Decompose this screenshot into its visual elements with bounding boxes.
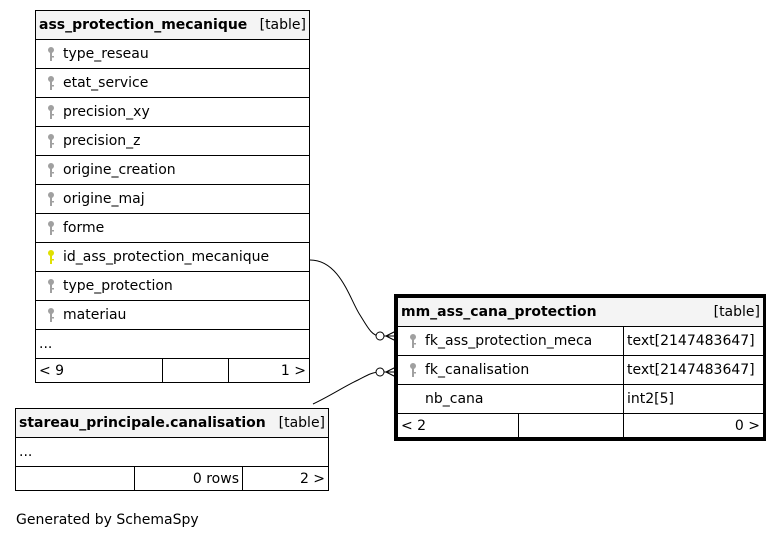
column-type: text[2147483647]	[623, 326, 764, 356]
gray-key-icon	[39, 75, 63, 91]
table-header: mm_ass_cana_protection [table]	[397, 297, 764, 327]
column-name[interactable]: origine_maj	[63, 191, 145, 207]
column-name[interactable]: nb_cana	[425, 391, 484, 407]
table-header: ass_protection_mecanique [table]	[35, 10, 310, 40]
column-name[interactable]: precision_z	[63, 133, 141, 149]
footer-rows	[518, 413, 624, 438]
footer-parents[interactable]: < 9	[35, 358, 163, 383]
column-row[interactable]: precision_z	[35, 126, 310, 156]
column-row[interactable]: materiau	[35, 300, 310, 330]
gray-key-icon	[39, 104, 63, 120]
table-ellipsis-row: ...	[14, 437, 330, 467]
gray-key-icon	[39, 191, 63, 207]
ellipsis: ...	[14, 437, 330, 467]
gray-key-icon	[39, 133, 63, 149]
column-name[interactable]: origine_creation	[63, 162, 176, 178]
footer-children[interactable]: 1 >	[228, 358, 310, 383]
column-name[interactable]: precision_xy	[63, 104, 150, 120]
footer-children[interactable]: 2 >	[241, 466, 330, 491]
footer-children[interactable]: 0 >	[623, 413, 764, 438]
column-row[interactable]: type_protection	[35, 271, 310, 301]
column-row[interactable]: origine_maj	[35, 184, 310, 214]
column-name[interactable]: fk_canalisation	[425, 362, 530, 378]
column-row[interactable]: nb_cana int2[5]	[397, 384, 764, 414]
gray-key-icon	[39, 46, 63, 62]
edge-canalisation-circle	[375, 367, 385, 377]
column-row[interactable]: type_reseau	[35, 39, 310, 69]
column-type: int2[5]	[623, 384, 764, 414]
gray-key-icon	[39, 278, 63, 294]
column-name[interactable]: materiau	[63, 307, 127, 323]
table-ellipsis-row: ...	[35, 329, 310, 359]
table-name[interactable]: mm_ass_cana_protection	[401, 304, 597, 320]
footer-parents[interactable]	[15, 466, 135, 491]
edge-ass-protection-circle	[375, 331, 385, 341]
gray-key-icon	[39, 307, 63, 323]
table-header: stareau_principale.canalisation [table]	[14, 408, 330, 438]
column-row[interactable]: etat_service	[35, 68, 310, 98]
column-row[interactable]: precision_xy	[35, 97, 310, 127]
table-footer: 0 rows 2 >	[15, 466, 330, 491]
ellipsis: ...	[35, 329, 310, 359]
table-mm-ass-cana-protection[interactable]: mm_ass_cana_protection [table] fk_ass_pro…	[394, 294, 766, 441]
table-ass-protection-mecanique[interactable]: ass_protection_mecanique [table] type_res…	[35, 10, 310, 383]
column-name[interactable]: etat_service	[63, 75, 149, 91]
generated-by-text: Generated by SchemaSpy	[16, 512, 199, 528]
table-name[interactable]: ass_protection_mecanique	[39, 17, 248, 33]
column-name[interactable]: fk_ass_protection_meca	[425, 333, 593, 349]
column-name[interactable]: type_protection	[63, 278, 173, 294]
gray-key-icon	[39, 162, 63, 178]
column-row[interactable]: fk_ass_protection_meca text[2147483647]	[397, 326, 764, 356]
footer-rows	[162, 358, 229, 383]
table-type: [table]	[713, 304, 760, 320]
column-name[interactable]: id_ass_protection_mecanique	[63, 249, 270, 265]
table-footer: < 2 0 >	[397, 413, 764, 438]
column-name[interactable]: type_reseau	[63, 46, 149, 62]
column-type: text[2147483647]	[623, 355, 764, 385]
footer-parents[interactable]: < 2	[397, 413, 519, 438]
gray-key-icon	[401, 333, 425, 349]
column-row[interactable]: id_ass_protection_mecanique	[35, 242, 310, 272]
gray-key-icon	[39, 220, 63, 236]
table-footer: < 9 1 >	[35, 358, 310, 383]
table-stareau-principale-canalisation[interactable]: stareau_principale.canalisation [table] .…	[14, 408, 330, 491]
edge-ass-protection	[309, 259, 381, 337]
footer-rows: 0 rows	[134, 466, 243, 491]
table-name[interactable]: stareau_principale.canalisation	[19, 415, 266, 431]
column-name[interactable]: forme	[63, 220, 105, 236]
edge-canalisation	[312, 371, 381, 405]
column-row[interactable]: forme	[35, 213, 310, 243]
table-type: [table]	[259, 17, 306, 33]
column-row[interactable]: fk_canalisation text[2147483647]	[397, 355, 764, 385]
table-type: [table]	[278, 415, 326, 431]
column-row[interactable]: origine_creation	[35, 155, 310, 185]
yellow-key-icon	[39, 249, 63, 265]
gray-key-icon	[401, 362, 425, 378]
